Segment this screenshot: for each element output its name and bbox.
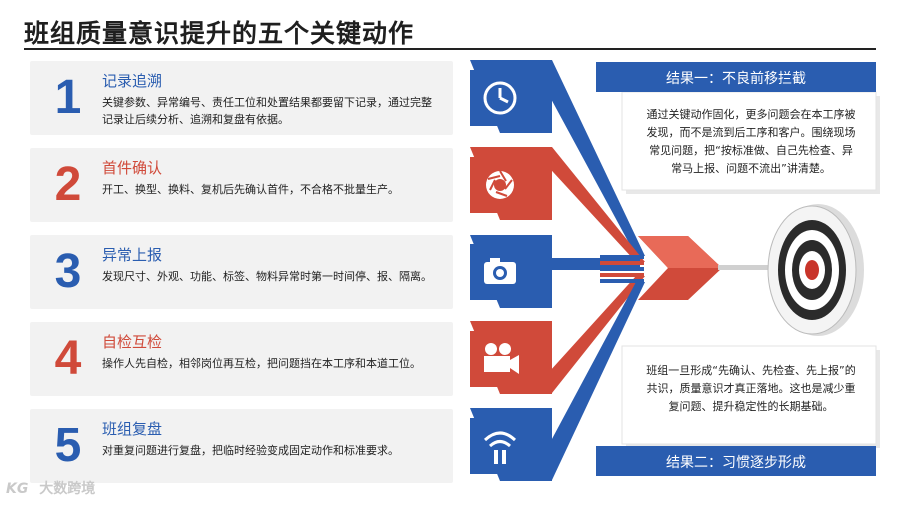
- action-description: 关键参数、异常编号、责任工位和处置结果都要留下记录，通过完整记录让后续分析、追溯…: [102, 96, 432, 126]
- result-label: 结果一：不良前移拦截: [666, 71, 806, 87]
- result-panel-1-bg: [596, 62, 880, 194]
- result-note-2: 班组一旦形成“先确认、先检查、先上报”的共识，质量意识才真正落地。这也是减少重复…: [646, 364, 856, 413]
- action-number: 1: [54, 71, 82, 124]
- action-title: 自检互检: [102, 333, 163, 351]
- clock-icon: [470, 70, 532, 126]
- action-description: 操作人先自检，相邻岗位再互检，把问题挡在本工序和本道工位。: [102, 357, 421, 370]
- action-number: 3: [54, 245, 82, 298]
- result-note-1: 通过关键动作固化，更多问题会在本工序被发现，而不是流到后工序和客户。围绕现场常见…: [646, 108, 856, 175]
- action-number: 5: [54, 419, 82, 472]
- title-divider: [24, 48, 876, 50]
- result-label: 结果二：习惯逐步形成: [666, 455, 806, 471]
- arrow-tail-stripes: [600, 255, 644, 283]
- shutter-icon: [470, 157, 532, 213]
- action-description: 发现尺寸、外观、功能、标签、物料异常时第一时间停、报、隔离。: [102, 270, 432, 283]
- action-card-4: 4 自检互检 操作人先自检，相邻岗位再互检，把问题挡在本工序和本道工位。: [30, 322, 453, 396]
- watermark-text: 大数跨境: [39, 481, 96, 497]
- action-card-1: 1 记录追溯 关键参数、异常编号、责任工位和处置结果都要留下记录，通过完整记录让…: [30, 61, 453, 135]
- action-number: 4: [54, 332, 82, 385]
- action-number: 2: [54, 158, 82, 211]
- page-title: 班组质量意识提升的五个关键动作: [24, 19, 415, 48]
- action-card-3: 3 异常上报 发现尺寸、外观、功能、标签、物料异常时第一时间停、报、隔离。: [30, 235, 453, 309]
- action-title: 班组复盘: [102, 420, 163, 438]
- watermark: KG 大数跨境: [6, 478, 95, 498]
- action-title: 异常上报: [102, 246, 163, 264]
- action-title: 记录追溯: [102, 72, 163, 90]
- action-description: 开工、换型、换料、复机后先确认首件，不合格不批量生产。: [102, 183, 399, 196]
- result-panel-2-bg: [596, 345, 880, 476]
- result-banner-1: 结果一：不良前移拦截: [596, 62, 876, 92]
- camera-icon: [470, 244, 532, 300]
- action-description: 对重复问题进行复盘，把临时经验变成固定动作和标准要求。: [102, 444, 399, 457]
- arrow-shaft: [718, 265, 798, 270]
- signal-icon: [470, 418, 532, 474]
- target-icon: [767, 204, 864, 336]
- projector-icon: [470, 331, 532, 387]
- action-title: 首件确认: [102, 159, 163, 177]
- arrow-chevron: [638, 236, 722, 300]
- result-banner-2: 结果二：习惯逐步形成: [596, 446, 876, 476]
- action-card-5: 5 班组复盘 对重复问题进行复盘，把临时经验变成固定动作和标准要求。: [30, 409, 453, 483]
- watermark-logo: KG: [6, 481, 29, 497]
- action-card-2: 2 首件确认 开工、换型、换料、复机后先确认首件，不合格不批量生产。: [30, 148, 453, 222]
